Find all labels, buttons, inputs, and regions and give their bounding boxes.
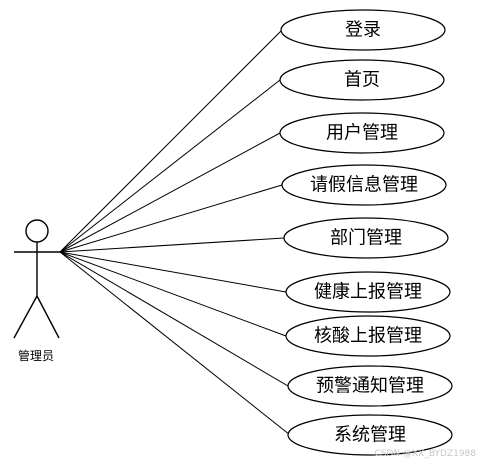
use-case-ellipse bbox=[279, 59, 445, 101]
use-case-ellipse bbox=[283, 217, 449, 259]
association-line-warning-mgmt bbox=[59, 251, 289, 387]
use-case-label: 核酸上报管理 bbox=[314, 326, 422, 347]
use-case-ellipse bbox=[285, 315, 451, 357]
association-line-system-mgmt bbox=[59, 251, 291, 436]
use-case-warning-mgmt: 预警通知管理 bbox=[287, 365, 453, 407]
use-case-system-mgmt: 系统管理 bbox=[287, 414, 453, 456]
actor-leg-right bbox=[36, 295, 60, 339]
use-case-label: 系统管理 bbox=[334, 425, 406, 446]
use-case-label: 请假信息管理 bbox=[310, 175, 418, 196]
actor-head bbox=[25, 219, 49, 243]
use-case-label: 首页 bbox=[344, 70, 380, 91]
use-case-login: 登录 bbox=[280, 9, 446, 51]
use-case-ellipse bbox=[279, 112, 445, 154]
associations bbox=[59, 29, 291, 436]
actor-admin: 管理员 bbox=[13, 219, 60, 363]
use-case-leave-mgmt: 请假信息管理 bbox=[281, 164, 447, 206]
use-case-home: 首页 bbox=[279, 59, 445, 101]
use-case-ellipse bbox=[281, 164, 447, 206]
association-line-user-mgmt bbox=[59, 132, 281, 253]
use-case-health-mgmt: 健康上报管理 bbox=[285, 271, 451, 313]
use-case-ellipse bbox=[280, 9, 446, 51]
use-case-nucleic-mgmt: 核酸上报管理 bbox=[285, 315, 451, 357]
use-case-ellipse bbox=[287, 414, 453, 456]
use-case-label: 登录 bbox=[345, 20, 381, 41]
use-case-label: 预警通知管理 bbox=[316, 376, 424, 397]
use-case-user-mgmt: 用户管理 bbox=[279, 112, 445, 154]
use-case-dept-mgmt: 部门管理 bbox=[283, 217, 449, 259]
actor-label: 管理员 bbox=[18, 348, 54, 363]
watermark: CSDN @XX_BYDZ1988 bbox=[374, 449, 476, 459]
association-line-dept-mgmt bbox=[59, 237, 285, 253]
use-case-label: 健康上报管理 bbox=[314, 282, 422, 303]
use-case-ellipse bbox=[285, 271, 451, 313]
use-case-ellipse bbox=[287, 365, 453, 407]
use-case-label: 部门管理 bbox=[330, 228, 402, 249]
association-line-login bbox=[59, 29, 283, 253]
association-line-health-mgmt bbox=[59, 251, 287, 293]
association-line-home bbox=[59, 79, 281, 253]
association-line-leave-mgmt bbox=[59, 184, 283, 253]
association-line-nucleic-mgmt bbox=[59, 251, 287, 337]
use-case-label: 用户管理 bbox=[326, 123, 398, 144]
actor-leg-left bbox=[13, 295, 38, 339]
